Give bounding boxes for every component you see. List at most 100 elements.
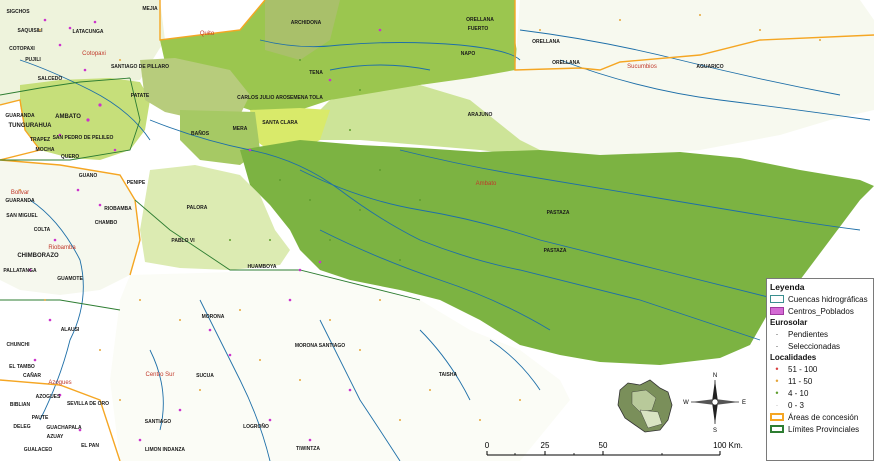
- place-label: SIGCHOS: [6, 9, 30, 15]
- place-label: BAÑOS: [191, 130, 210, 137]
- legend-item-loc1: • 51 - 100: [767, 363, 873, 375]
- place-label: SEVILLA DE ORO: [67, 401, 109, 407]
- place-label: PATATE: [131, 93, 150, 99]
- legend-label-loc2: 11 - 50: [788, 376, 813, 386]
- compass-w: W: [683, 400, 689, 406]
- legend-label-limites: Límites Provinciales: [788, 424, 860, 434]
- aguarico-basin: [420, 0, 874, 165]
- green-locality-dots: [229, 59, 421, 261]
- place-label: SANTA CLARA: [262, 120, 298, 126]
- place-label: PALORA: [187, 205, 208, 211]
- legend-item-limites: Límites Provinciales: [767, 423, 873, 435]
- locality-dots: [19, 14, 821, 421]
- legend-item-cuencas: Cuencas hidrográficas: [767, 293, 873, 305]
- place-label: GUARANDA: [5, 198, 35, 204]
- place-label: SAQUISILI: [17, 28, 43, 34]
- scale-label-25: 25: [541, 441, 550, 450]
- legend-item-loc2: • 11 - 50: [767, 375, 873, 387]
- province-borders: [0, 77, 421, 311]
- legend-label-loc1: 51 - 100: [788, 364, 818, 374]
- map-legend: Leyenda Cuencas hidrográficas Centros_Po…: [766, 278, 874, 461]
- place-label: TAISHA: [439, 372, 458, 378]
- legend-item-loc3: • 4 - 10: [767, 387, 873, 399]
- legend-label-centros: Centros_Poblados: [788, 306, 854, 316]
- place-label: MERA: [233, 126, 248, 132]
- place-label: PENIPE: [127, 180, 146, 186]
- compass-s: S: [713, 428, 717, 434]
- place-label: GUACHAPALA: [46, 425, 82, 431]
- place-label: AZUAY: [47, 434, 64, 440]
- concession-label: Cotopaxi: [82, 51, 106, 57]
- legend-section-localidades: Localidades: [770, 353, 817, 362]
- pillaro-basin: [140, 58, 250, 120]
- place-label: TIWINTZA: [296, 446, 320, 452]
- place-label: AGUARICO: [696, 64, 723, 70]
- legend-item-centros: Centros_Poblados: [767, 305, 873, 317]
- inset-map: [617, 379, 673, 433]
- place-label: PASTAZA: [544, 248, 567, 254]
- napo-basin: [160, 0, 520, 110]
- place-label: FUERTO: [468, 26, 489, 32]
- concession-label: Quito: [200, 31, 215, 37]
- basin-swatch: [770, 295, 784, 303]
- place-label: CARLOS JULIO AROSEMENA TOLA: [237, 95, 323, 101]
- place-label: TRAPEZ: [30, 137, 50, 143]
- legend-label-pendientes: Pendientes: [788, 329, 829, 339]
- place-label: ARCHIDONA: [291, 20, 322, 26]
- place-label: NAPO: [461, 51, 476, 57]
- legend-item-pendientes: · Pendientes: [767, 328, 873, 340]
- place-label: MOCHA: [36, 147, 55, 153]
- legend-item-areas: Áreas de concesión: [767, 411, 873, 423]
- locality-marker-icon: •: [775, 364, 779, 374]
- legend-label-loc4: 0 - 3: [788, 400, 805, 410]
- place-label: ORELLANA: [532, 39, 560, 45]
- place-label: GUARANDA: [5, 113, 35, 119]
- scale-label-50: 50: [599, 441, 608, 450]
- place-label: PALLATANGA: [3, 268, 37, 274]
- compass-e: E: [742, 400, 746, 406]
- place-label: CAÑAR: [23, 372, 41, 379]
- locality-marker-icon: ·: [775, 400, 779, 410]
- legend-label-areas: Áreas de concesión: [788, 412, 859, 422]
- place-label: PAUTE: [32, 415, 49, 421]
- locality-marker-icon: •: [775, 388, 779, 398]
- place-label: GUANO: [79, 173, 98, 179]
- place-label: TENA: [309, 70, 323, 76]
- place-label: PUJILI: [25, 57, 41, 63]
- concession-label: Bolivar: [11, 190, 29, 196]
- place-label: CHIMBORAZO: [17, 253, 59, 259]
- legend-item-loc4: · 0 - 3: [767, 399, 873, 411]
- place-label: BIBLIAN: [10, 402, 31, 408]
- place-label: EL PAN: [81, 443, 99, 449]
- place-label: ALAUSI: [61, 327, 80, 333]
- locality-marker-icon: •: [775, 376, 779, 386]
- place-label: LATACUNGA: [73, 29, 104, 35]
- pending-marker-icon: ·: [775, 329, 779, 339]
- place-label: HUAMBOYA: [248, 264, 277, 270]
- concession-label: Azogues: [48, 380, 71, 386]
- place-label: PASTAZA: [547, 210, 570, 216]
- place-label: QUERO: [61, 154, 79, 160]
- place-label: SALCEDO: [38, 76, 63, 82]
- concession-swatch: [770, 413, 784, 421]
- place-label: ORELLANA: [466, 17, 494, 23]
- place-label: RIOBAMBA: [104, 206, 132, 212]
- light-basin: [300, 85, 560, 160]
- concession-label: Riobamba: [48, 245, 76, 251]
- place-label: AMBATO: [55, 114, 81, 120]
- mera-basin: [180, 110, 260, 165]
- scale-bar: 0 25 50 100 Km.: [485, 441, 743, 456]
- place-label: ARAJUNO: [468, 112, 493, 118]
- town-dots: [28, 18, 382, 442]
- place-label: ORELLANA: [552, 60, 580, 66]
- place-label: AZOGUES: [36, 394, 61, 400]
- place-label: LIMON INDANZA: [145, 447, 185, 453]
- place-label: CHAMBO: [95, 220, 118, 226]
- place-label: DELEG: [13, 424, 30, 430]
- legend-label-loc3: 4 - 10: [788, 388, 809, 398]
- place-label: GUALACEO: [24, 447, 53, 453]
- legend-section-eurosolar: Eurosolar: [770, 318, 808, 327]
- place-label: LOGROÑO: [243, 423, 269, 430]
